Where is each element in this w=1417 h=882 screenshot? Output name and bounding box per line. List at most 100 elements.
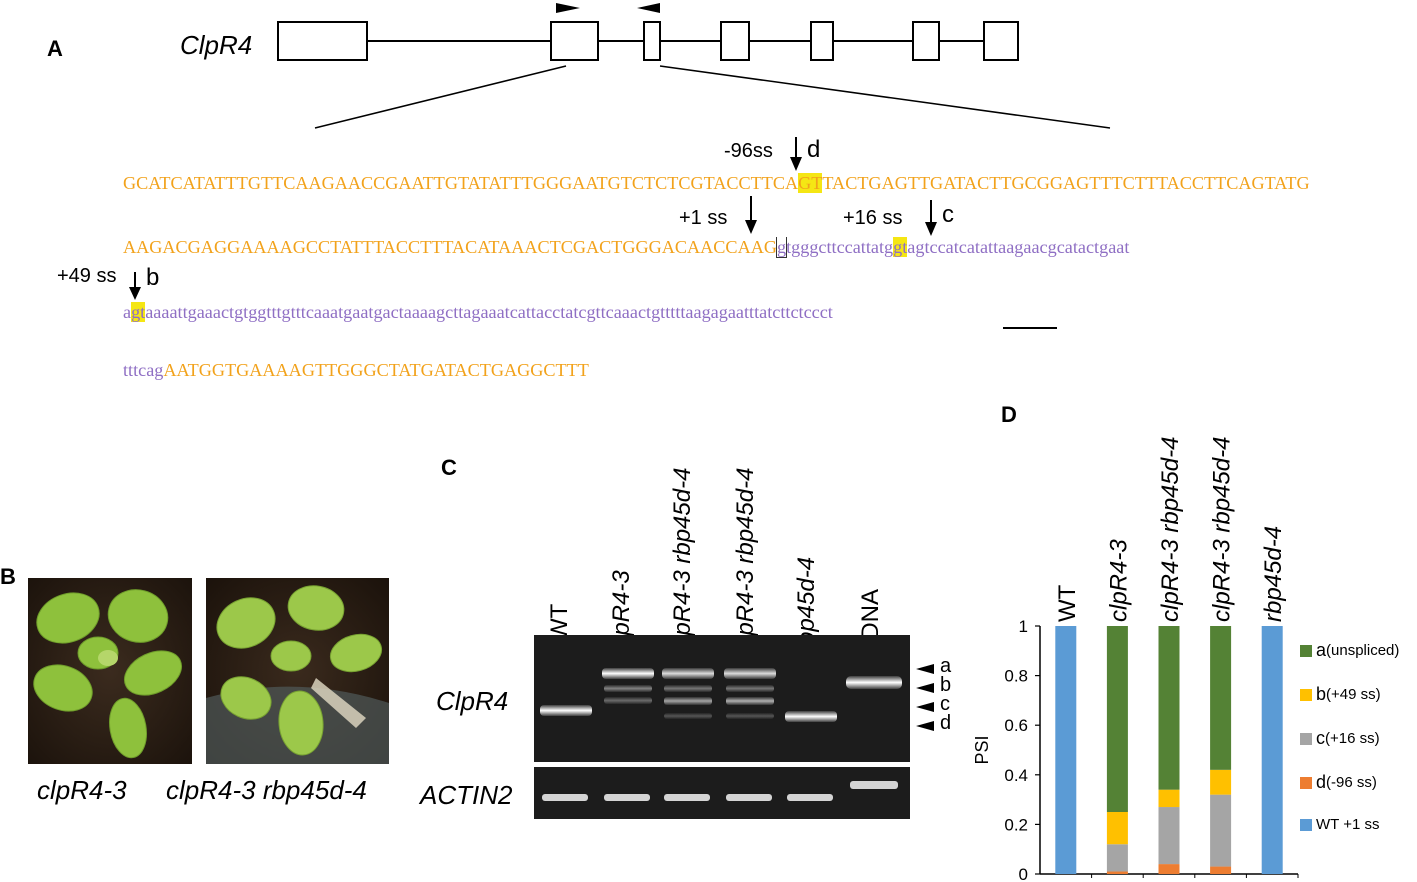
- legend-detail: WT +1 ss: [1316, 816, 1380, 833]
- bar-segment: [1106, 844, 1128, 872]
- site-d-letter: d: [807, 136, 821, 163]
- sequence-segment: AAGACGAGGAAAAGCCTATTTACCTTTACATAAACTCGAC…: [123, 237, 777, 257]
- gel-label-actin2: ACTIN2: [420, 780, 513, 810]
- bar-segment: [1210, 769, 1232, 795]
- plant-photo-clpr4-3-rbp45d-4: [206, 578, 389, 764]
- legend-swatch: [1300, 732, 1312, 745]
- y-axis-label: PSI: [972, 735, 992, 764]
- band-b-arrow-icon: [916, 683, 934, 693]
- y-tick-label: 1: [1019, 617, 1028, 636]
- y-tick-label: 0.8: [1004, 667, 1028, 686]
- sequence-segment: gt: [893, 237, 908, 257]
- gel-actin2: [534, 767, 910, 819]
- legend-item: b(+49 ss): [1300, 684, 1381, 705]
- legend-letter: d: [1316, 772, 1327, 792]
- sequence-segment: gt: [131, 302, 146, 322]
- bar-segment: [1106, 626, 1128, 812]
- panel-c-letter: C: [441, 455, 457, 480]
- reverse-primer-icon: [637, 3, 660, 13]
- exon-2: [550, 21, 599, 61]
- bar-segment: [1261, 626, 1283, 874]
- exon-3: [643, 21, 661, 61]
- sequence-segment: aaaattgaaactgtggtttgtttcaaatgaatgactaaaa…: [145, 302, 833, 322]
- legend-letter: a: [1316, 640, 1327, 660]
- zoom-line-left: [314, 65, 567, 129]
- legend-detail: (unspliced): [1326, 642, 1400, 659]
- legend-item: d(-96 ss): [1300, 772, 1377, 793]
- legend-letter: c: [1316, 728, 1325, 748]
- sequence-underline: [1003, 327, 1057, 329]
- band-marker-arrows: [916, 664, 934, 731]
- bar-segment: [1158, 864, 1180, 874]
- exon-4: [720, 21, 750, 61]
- category-label: clpR4-3: [1105, 539, 1132, 622]
- sequence-segment: g: [775, 237, 788, 258]
- lane-label-double-2: clpR4-3 rbp45d-4: [732, 467, 759, 653]
- legend-item: WT +1 ss: [1300, 816, 1380, 833]
- legend-detail: (-96 ss): [1326, 774, 1377, 791]
- band-label-d: d: [940, 712, 952, 734]
- site-d-position: -96ss: [724, 140, 773, 162]
- gene-structure-diagram: [277, 3, 1111, 129]
- exon-1: [277, 21, 368, 61]
- category-label: clpR4-3 rbp45d-4: [1209, 437, 1236, 622]
- chart-legend: a(unspliced) b(+49 ss) c(+16 ss) d(-96 ss) W…: [1300, 640, 1415, 860]
- band-a-arrow-icon: [916, 664, 934, 674]
- sequence-segment: AATGGTGAAAAGTTGGGCTATGATACTGAGGCTTT: [163, 360, 589, 380]
- gel-label-clpr4: ClpR4: [436, 686, 509, 716]
- bar-segment: [1158, 807, 1180, 865]
- y-tick-label: 0.2: [1004, 815, 1028, 834]
- site-1-arrow-icon: [745, 196, 757, 234]
- sequence-segment: a: [123, 302, 132, 322]
- band-label-c: c: [940, 693, 950, 715]
- sequence-line-4: tttcagAATGGTGAAAAGTTGGGCTATGATACTGAGGCTT…: [123, 360, 1309, 381]
- legend-swatch: [1300, 688, 1312, 701]
- lane-label-double-1: clpR4-3 rbp45d-4: [669, 467, 696, 653]
- site-1-position: +1 ss: [679, 207, 728, 229]
- plant-caption-1: clpR4-3: [37, 775, 127, 805]
- exon-7: [983, 21, 1019, 61]
- bar-segment: [1210, 794, 1232, 867]
- site-b-arrow-icon: [129, 272, 141, 300]
- category-label: clpR4-3 rbp45d-4: [1157, 437, 1184, 622]
- legend-swatch: [1300, 644, 1312, 657]
- sequence-segment: TACTGAGTTGATACTTGCGGAGTTTCTTTACCTTCAGTAT…: [822, 173, 1309, 193]
- site-c-arrow-icon: [925, 200, 937, 236]
- bar-segment: [1158, 789, 1180, 808]
- plant-caption-2: clpR4-3 rbp45d-4: [166, 775, 367, 805]
- y-tick-label: 0.4: [1004, 766, 1028, 785]
- bar-segment: [1210, 626, 1232, 770]
- y-tick-label: 0.6: [1004, 716, 1028, 735]
- legend-detail: (+16 ss): [1325, 730, 1380, 747]
- bar-segment: [1210, 866, 1232, 874]
- sequence-segment: GCATCATATTTGTTCAAGAACCGAATTGTATATTTGGGAA…: [123, 173, 799, 193]
- site-d-arrow-icon: [790, 137, 802, 171]
- panel-b-letter: B: [0, 564, 16, 589]
- category-label: WT: [1054, 584, 1081, 622]
- legend-swatch: [1300, 776, 1312, 789]
- panel-d-letter: D: [1001, 402, 1017, 427]
- sequence-segment: tgggcttccattatg: [786, 237, 894, 257]
- forward-primer-icon: [556, 3, 580, 13]
- bar-segment: [1055, 626, 1077, 874]
- legend-swatch: [1300, 818, 1312, 831]
- site-b-position: +49 ss: [57, 265, 117, 287]
- legend-detail: (+49 ss): [1326, 686, 1381, 703]
- zoom-line-right: [659, 65, 1111, 129]
- category-label: rbp45d-4: [1260, 526, 1287, 622]
- sequence-line-1: GCATCATATTTGTTCAAGAACCGAATTGTATATTTGGGAA…: [123, 173, 1309, 194]
- legend-item: c(+16 ss): [1300, 728, 1380, 749]
- band-label-a: a: [940, 655, 952, 677]
- site-b-letter: b: [146, 264, 160, 291]
- bar-segment: [1106, 871, 1128, 874]
- site-c-letter: c: [942, 201, 954, 228]
- band-c-arrow-icon: [916, 702, 934, 712]
- gel-clpr4: [534, 635, 910, 762]
- bar-segment: [1158, 626, 1180, 790]
- legend-letter: b: [1316, 684, 1327, 704]
- legend-item: a(unspliced): [1300, 640, 1399, 661]
- gene-name-label: ClpR4: [180, 30, 253, 60]
- exon-5: [810, 21, 834, 61]
- sequence-line-3: agtaaaattgaaactgtggtttgtttcaaatgaatgacta…: [123, 302, 1309, 323]
